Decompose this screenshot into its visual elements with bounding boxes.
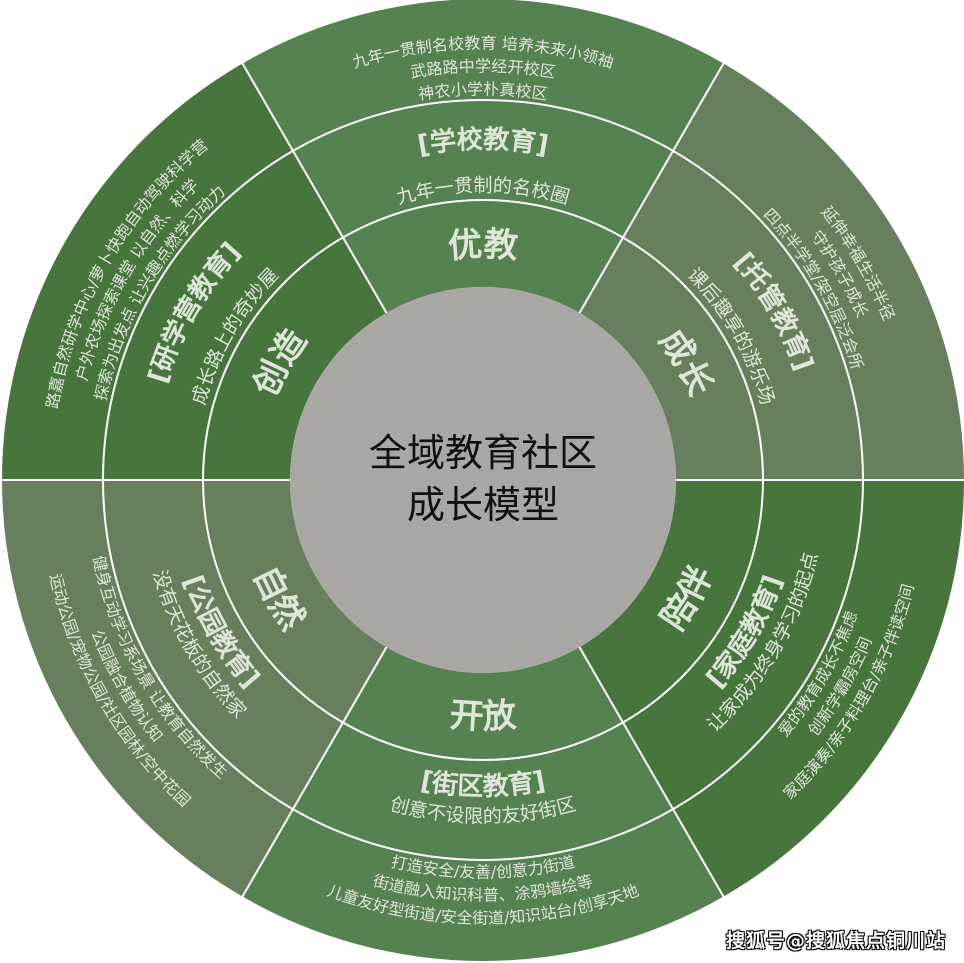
ring-divider xyxy=(202,199,764,761)
sector-school xyxy=(242,0,724,313)
center-title-line2: 成长模型 xyxy=(407,483,559,527)
watermark: 搜狐号@搜狐焦点铜川站 xyxy=(725,930,946,952)
sector-study xyxy=(2,63,387,481)
sector-care xyxy=(579,63,964,481)
sector-divider xyxy=(578,61,726,314)
sector-family xyxy=(579,480,964,897)
ring-divider xyxy=(102,99,864,861)
sector-park xyxy=(2,480,387,897)
center-title-line1: 全域教育社区 xyxy=(369,431,597,475)
sector-divider xyxy=(578,646,726,899)
center-circle xyxy=(290,287,676,673)
sector-divider xyxy=(240,61,388,314)
sector-street xyxy=(242,647,724,961)
sector-divider xyxy=(240,646,388,899)
